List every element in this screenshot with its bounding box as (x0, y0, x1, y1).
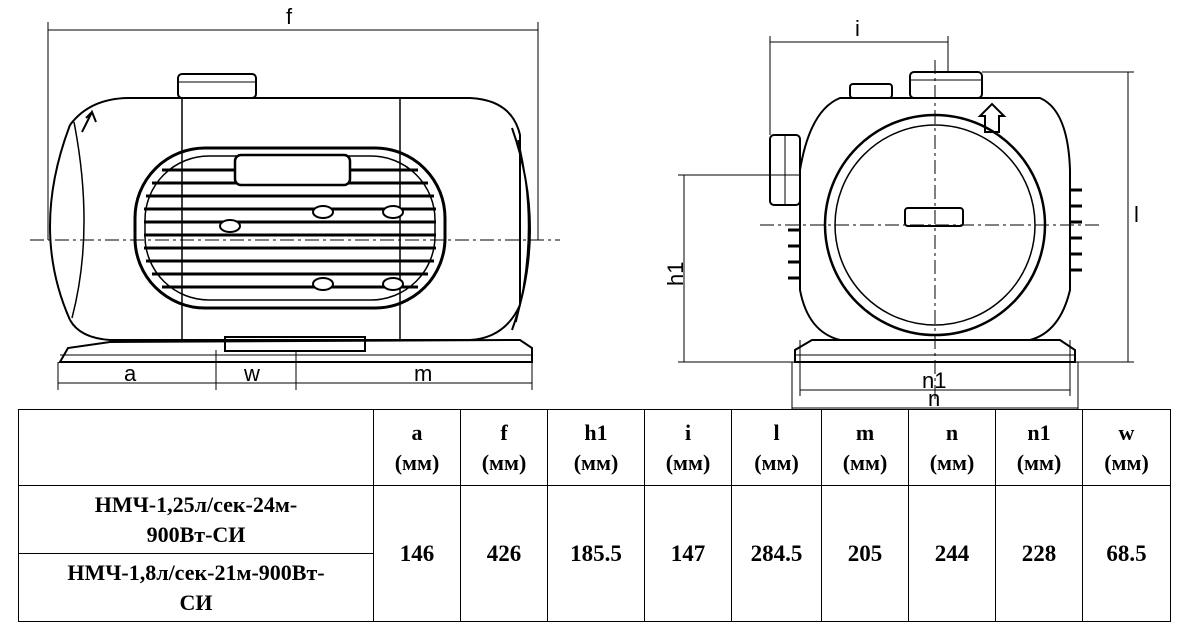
header-empty-cell (18, 409, 374, 486)
value-cell-l: 284.5 (731, 485, 822, 622)
front-view-pump (769, 71, 1082, 363)
table-header-row: a(мм) f(мм) h1(мм) i(мм) l(мм) m(мм) n(м… (18, 409, 1171, 486)
side-view-pump (49, 73, 533, 363)
dim-label-i: i (855, 16, 860, 41)
model-name-cell: НМЧ-1,25л/сек-24м-900Вт-СИ (18, 485, 374, 554)
value-cell-n: 244 (908, 485, 996, 622)
table-row: НМЧ-1,25л/сек-24м-900Вт-СИ 146 426 185.5… (18, 485, 1171, 622)
dim-label-m: m (414, 361, 432, 386)
value-cell-m: 205 (821, 485, 909, 622)
header-cell: n1(мм) (995, 409, 1083, 486)
header-cell: l(мм) (731, 409, 822, 486)
header-cell: w(мм) (1082, 409, 1171, 486)
side-dimensions (30, 22, 560, 390)
header-cell: f(мм) (460, 409, 548, 486)
value-cell-i: 147 (644, 485, 732, 622)
dim-label-h1: h1 (663, 262, 688, 286)
value-cell-f: 426 (460, 485, 548, 622)
dim-label-w: w (243, 361, 260, 386)
value-cell-h1: 185.5 (547, 485, 645, 622)
dim-label-n1: n1 (922, 368, 946, 393)
model-name-cell: НМЧ-1,8л/сек-21м-900Вт-СИ (18, 553, 374, 622)
value-cell-n1: 228 (995, 485, 1083, 622)
technical-drawing: f a w m i h1 l n1 n (30, 4, 1139, 410)
spec-table: a(мм) f(мм) h1(мм) i(мм) l(мм) m(мм) n(м… (18, 409, 1171, 622)
dim-label-a: a (124, 361, 137, 386)
value-cell-a: 146 (373, 485, 461, 622)
header-cell: m(мм) (821, 409, 909, 486)
dim-label-n: n (928, 386, 940, 410)
table-row: НМЧ-1,8л/сек-21м-900Вт-СИ (18, 553, 1171, 622)
header-cell: a(мм) (373, 409, 461, 486)
header-cell: n(мм) (908, 409, 996, 486)
dim-label-f: f (286, 4, 293, 29)
header-cell: i(мм) (644, 409, 732, 486)
value-cell-w: 68.5 (1082, 485, 1171, 622)
dim-label-l: l (1134, 202, 1139, 227)
header-cell: h1(мм) (547, 409, 645, 486)
front-dimensions (678, 36, 1134, 410)
